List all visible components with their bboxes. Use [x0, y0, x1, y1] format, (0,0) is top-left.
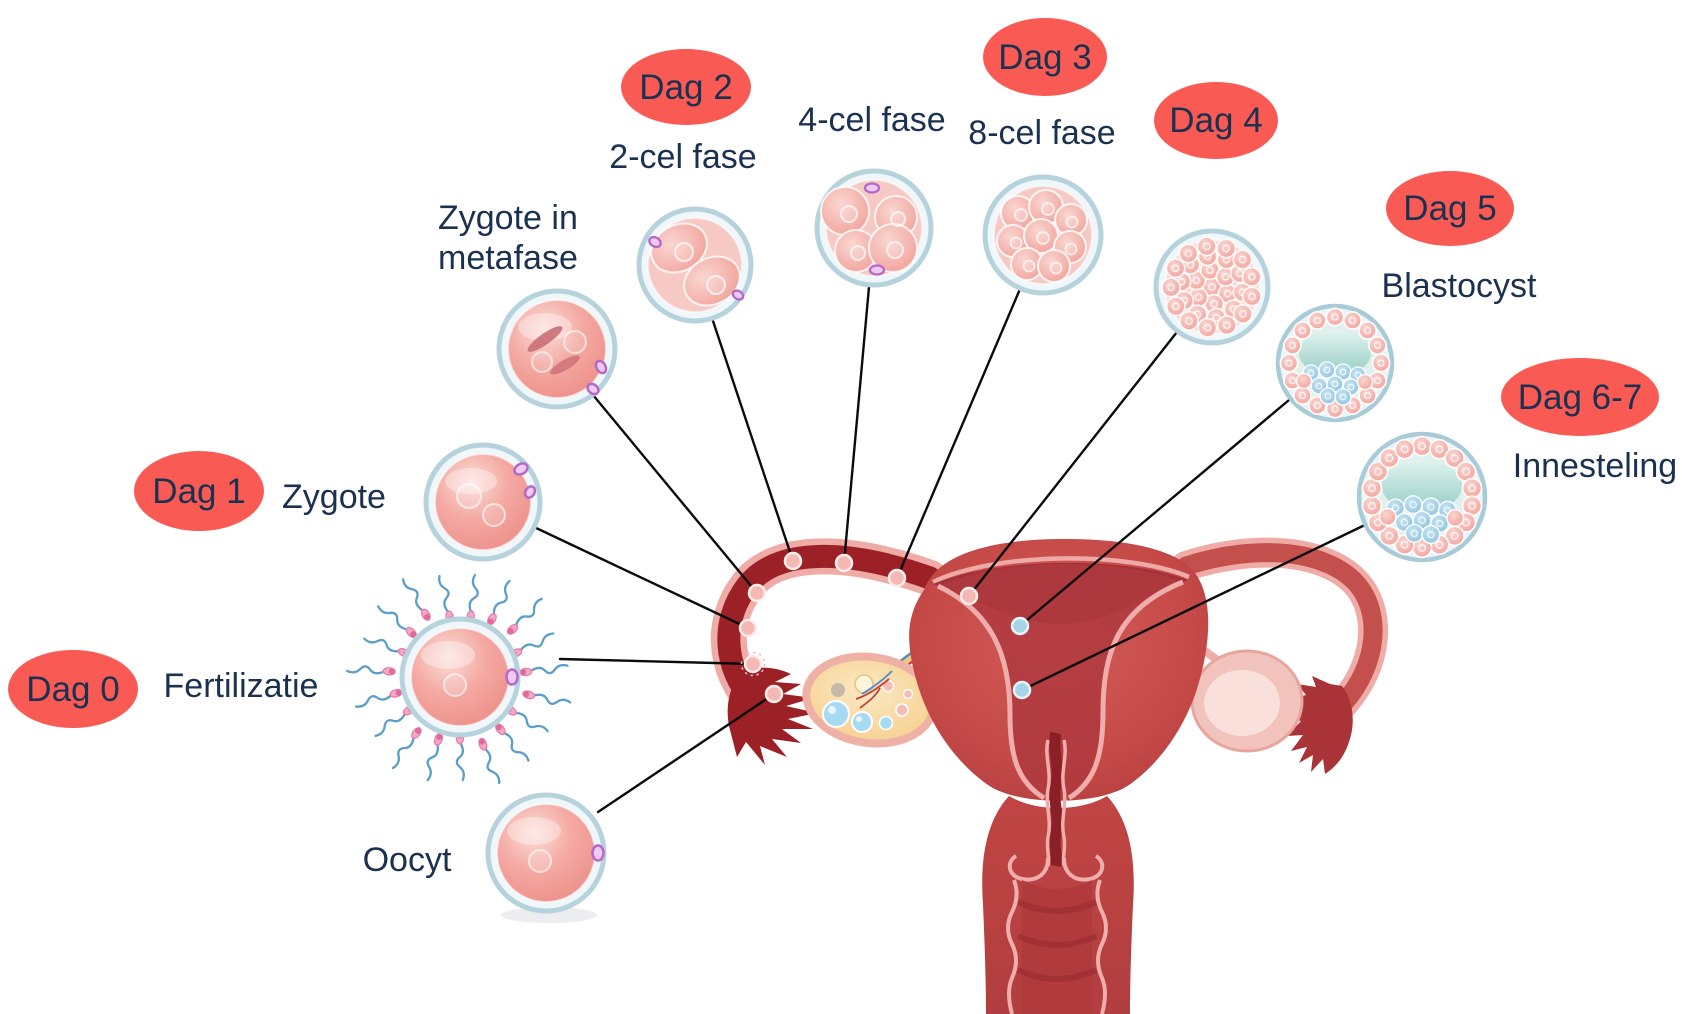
polar-body-icon [594, 359, 608, 375]
spindle-icon [527, 326, 563, 352]
label-zygote-metafase-line2: metafase [438, 239, 578, 278]
endometrium-right [1067, 579, 1184, 801]
endometrium-left [936, 583, 1046, 801]
day-badge-dag-6-7: Dag 6-7 [1501, 358, 1659, 436]
polar-body-icon [868, 264, 886, 276]
dot-2cel [783, 551, 803, 571]
uterus-illustration [710, 537, 1389, 1014]
polar-body-icon [505, 668, 519, 686]
dot-metafase [747, 583, 767, 603]
label-zygote: Zygote [282, 477, 386, 516]
day-badge-dag-1: Dag 1 [134, 451, 264, 531]
polar-body-icon [513, 462, 529, 476]
dot-oocyt [764, 684, 784, 704]
oocyte-cell [485, 792, 607, 923]
connector-oocyt [596, 692, 776, 814]
connector-8cel [895, 287, 1022, 580]
zygote-metaphase-cell [496, 288, 618, 410]
connector-morula [967, 330, 1179, 598]
label-zygote-metafase-line1: Zygote in [438, 199, 578, 237]
label-8-cel-fase: 8-cel fase [968, 113, 1116, 152]
fundus-lining [932, 556, 1190, 585]
spindle-icon [550, 355, 580, 375]
migration-dots [738, 551, 1032, 704]
label-2-cel-fase: 2-cel fase [609, 137, 757, 176]
uterine-cavity [938, 564, 1183, 797]
label-zygote-metafase: Zygote in metafase [438, 198, 578, 278]
dot-fertilizatie-burst [740, 651, 766, 677]
label-innesteling: Innesteling [1512, 446, 1678, 485]
left-fimbriae [727, 667, 817, 765]
morula-cell [1153, 228, 1271, 346]
implantation-blastocyst-cell [1356, 431, 1488, 563]
connector-blastocyst [1018, 398, 1291, 628]
day-badge-dag-5: Dag 5 [1386, 171, 1514, 246]
eight-cell-stage [982, 174, 1104, 296]
label-blastocyst: Blastocyst [1381, 266, 1537, 305]
day-badge-dag-4: Dag 4 [1154, 82, 1278, 159]
cervical-canal [1007, 731, 1105, 882]
connector-metafase [591, 393, 759, 595]
right-fallopian-tube [1171, 537, 1389, 718]
polar-body-icon [863, 182, 881, 194]
dot-morula [959, 586, 979, 606]
polar-body-icon [591, 844, 605, 862]
label-4-cel-fase: 4-cel fase [798, 100, 946, 139]
connector-zygote [532, 525, 750, 630]
polar-body-icon [731, 289, 745, 301]
connector-innesteling [1020, 521, 1371, 692]
four-cell-stage [814, 168, 934, 288]
vaginal-rugae [1006, 879, 1108, 1014]
connector-4cel [842, 285, 871, 565]
polar-body-icon [586, 382, 600, 396]
left-ovary-follicles [822, 670, 914, 733]
dot-blastocyst [1010, 616, 1030, 636]
polar-body-icon [523, 485, 537, 499]
label-fertilizatie: Fertilizatie [163, 666, 319, 705]
right-ovary [1190, 649, 1304, 753]
dot-4cel [834, 553, 854, 573]
connector-fertilizatie [558, 657, 755, 666]
day-badge-dag-0: Dag 0 [8, 650, 138, 728]
dot-fertilizatie [743, 654, 763, 674]
fertilization-cell [345, 573, 572, 785]
dot-innesteling [1012, 680, 1032, 700]
polar-body-icon [648, 235, 662, 249]
dot-8cel [887, 568, 907, 588]
blastocyst-cell [1275, 303, 1395, 423]
label-oocyt: Oocyt [362, 840, 452, 879]
zygote-cell [423, 442, 543, 562]
connector-lines [532, 285, 1371, 814]
dot-zygote [738, 618, 758, 638]
connector-2cel [710, 316, 795, 563]
two-cell-stage [636, 206, 754, 324]
day-badge-dag-3: Dag 3 [983, 18, 1107, 96]
day-badge-dag-2: Dag 2 [621, 49, 751, 125]
